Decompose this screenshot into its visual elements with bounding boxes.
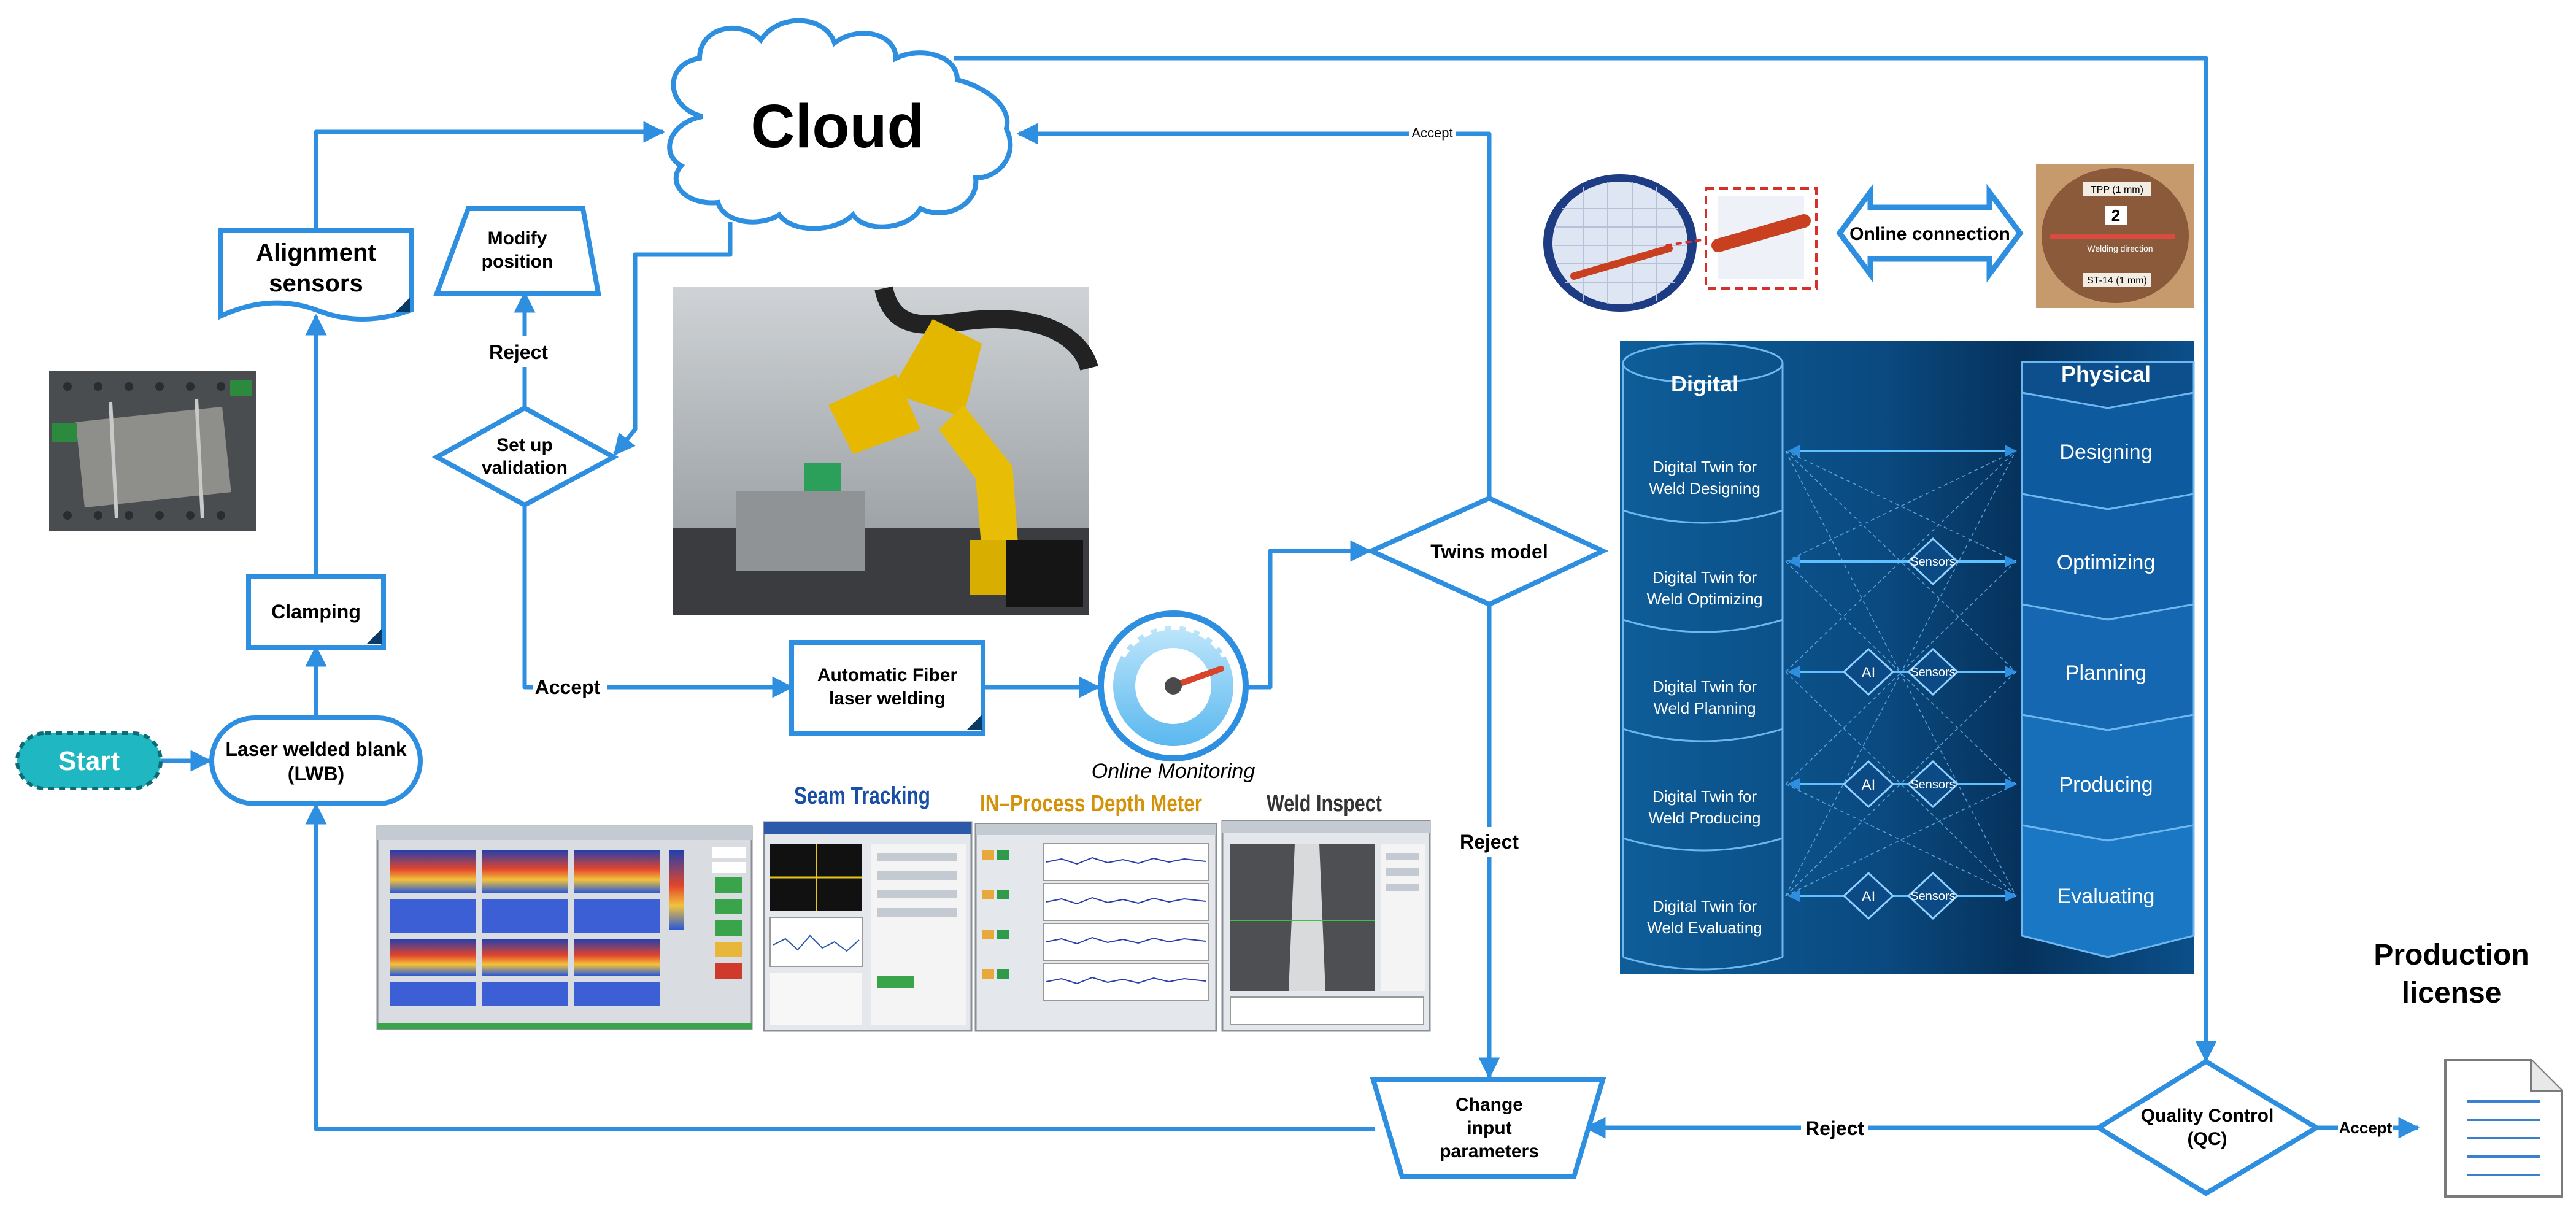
sensor-ai-diamonds [1842,537,1959,920]
online-monitoring-label: Online Monitoring [1092,760,1255,783]
heatmap-screenshot [376,825,753,1030]
digital-row-2-line1: Digital Twin for [1652,568,1757,587]
edge-label-accept-twins: Accept [1411,125,1452,141]
welding-direction-label: Welding direction [2087,244,2153,253]
alignment-label-line2: sensors [269,270,363,297]
physical-row-2: Optimizing [2057,551,2156,574]
ai-row-5: AI [1862,888,1876,905]
cloud-node: Cloud [667,18,1013,231]
digital-row-3-line1: Digital Twin for [1652,677,1757,696]
digital-row-4-line2: Weld Producing [1648,809,1760,827]
sample-number: 2 [2111,206,2120,225]
twins-model-node: Twins model [1365,495,1609,607]
ai-row-3: AI [1862,664,1876,681]
clamping-node: Clamping [246,574,386,650]
edge-setup-afw [522,505,794,698]
setup-label-line2: validation [482,458,568,478]
depth-meter-title: IN–Process Depth Meter [980,791,1202,817]
physical-column [2021,361,2195,958]
alignment-sensors-node: Alignment sensors [218,228,414,322]
start-label: Start [58,746,120,776]
afw-label-line2: laser welding [829,688,946,709]
lwb-label-line2: (LWB) [288,763,344,785]
physical-row-1: Designing [2059,441,2152,464]
modify-label-line2: position [482,252,553,272]
digital-row-4-line1: Digital Twin for [1652,787,1757,806]
ai-row-4: AI [1862,777,1876,793]
digital-row-1-line1: Digital Twin for [1652,458,1757,476]
start-node: Start [15,731,163,790]
document-icon [2444,1059,2563,1198]
edge-cloud-qc [954,56,2217,1063]
production-label-line2: license [2402,977,2502,1009]
edge-label-reject-twins: Reject [1460,831,1519,853]
production-label-line1: Production [2374,939,2529,971]
clamping-label: Clamping [271,601,361,623]
weld-inspect-screenshot [1221,820,1431,1032]
physical-row-4: Producing [2059,773,2153,796]
automatic-welding-node: Automatic Fiber laser welding [789,640,985,736]
row-arrows [1787,445,2017,902]
physical-header: Physical [2061,361,2151,387]
twins-label: Twins model [1430,541,1548,563]
clamped-blank-photo [49,371,256,531]
lwb-node: Laser welded blank (LWB) [209,715,423,806]
sensors-row-3: Sensors [1910,666,1955,679]
physical-row-3: Planning [2065,661,2146,685]
digital-row-2-line2: Weld Optimizing [1647,590,1763,608]
change-label-line1: Change [1456,1095,1523,1115]
monitoring-screenshots: Seam Tracking IN–Process Depth Meter [376,782,1431,1032]
change-label-line2: input [1467,1118,1511,1138]
sensors-row-4: Sensors [1910,778,1955,792]
welded-sample-photo: TPP (1 mm) 2 Welding direction ST-14 (1 … [2036,164,2194,308]
weld-inspect-title: Weld Inspect [1267,791,1382,817]
tpp-label: TPP (1 mm) [2091,185,2143,195]
digital-row-5-line1: Digital Twin for [1652,897,1757,915]
digital-header: Digital [1671,371,1738,396]
digital-twin-panel: Digital Physical [1620,341,2195,974]
edge-label-reject-setup: Reject [489,341,548,363]
production-license: Production license [2374,939,2563,1198]
physical-row-5: Evaluating [2057,885,2155,908]
digital-row-3-line2: Weld Planning [1653,699,1756,717]
depth-meter-screenshot [974,823,1217,1032]
online-connection: Online connection [1836,183,2024,283]
qc-label-line1: Quality Control [2141,1106,2274,1126]
edge-monitor-twins [1246,540,1372,690]
edge-alignment-cloud [314,121,665,230]
edge-change-lwb [305,803,1375,1131]
robot-photo [673,286,1098,615]
cloud-label: Cloud [750,92,924,161]
seam-tracking-title: Seam Tracking [794,782,930,809]
modify-position-node: Modify position [433,206,601,296]
quality-control-node: Quality Control (QC) [2094,1058,2321,1196]
seam-tracking-screenshot [763,821,973,1032]
alignment-label-line1: Alignment [256,239,376,266]
change-input-node: Change input parameters [1370,1077,1606,1179]
edge-label-accept-qc: Accept [2339,1119,2393,1137]
edge-twins-cloud [1016,123,1492,498]
edge-cloud-setup [613,222,733,456]
change-label-line3: parameters [1440,1141,1539,1161]
setup-validation-node: Set up validation [431,405,619,508]
setup-label-line1: Set up [496,435,553,455]
online-monitoring-node: Online Monitoring [1092,610,1255,783]
qc-label-line2: (QC) [2188,1129,2227,1149]
edge-label-reject-qc: Reject [1805,1117,1864,1139]
sensors-row-5: Sensors [1910,890,1955,903]
digital-row-5-line2: Weld Evaluating [1647,919,1762,937]
online-connection-label: Online connection [1849,224,2010,244]
edge-label-accept-setup: Accept [535,676,601,698]
digital-column [1622,342,1784,971]
afw-label-line1: Automatic Fiber [817,665,958,685]
lwb-label-line1: Laser welded blank [225,738,406,760]
st-label: ST-14 (1 mm) [2087,275,2147,286]
modify-label-line1: Modify [488,228,547,248]
sensors-row-2: Sensors [1910,555,1955,569]
digital-row-1-line2: Weld Designing [1649,479,1760,498]
weld-simulation-illustration [1543,174,1818,312]
